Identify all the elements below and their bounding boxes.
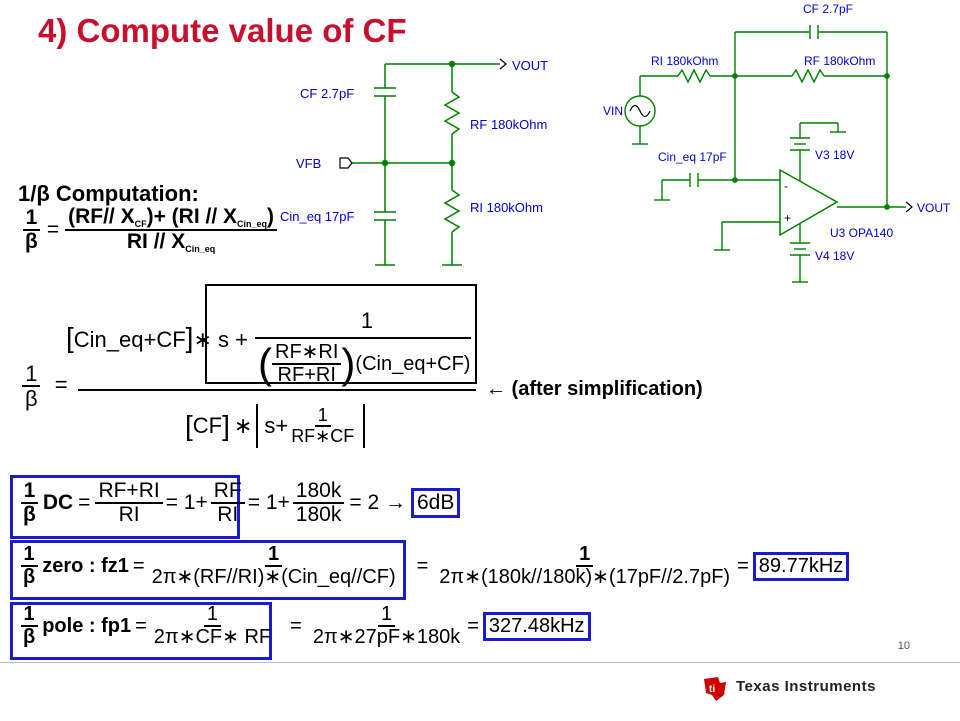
zero-den: 2π∗(RF//RI)∗(Cin_eq//CF) [151, 566, 396, 588]
pole-result: 327.48kHz [482, 611, 591, 641]
cin-cf-term: (Cin_eq+CF) [355, 352, 471, 375]
dc-p1-num: RF+RI [95, 479, 163, 505]
simp-lhs-num: 1 [22, 362, 41, 388]
opamp-minus-label: - [784, 179, 788, 193]
dc-p3-den: 180k [295, 503, 342, 527]
slide-footer [0, 662, 960, 721]
numerator-bracket [205, 284, 477, 384]
beta-den-sub: Cin_eq [185, 244, 216, 255]
dc-p2-num: RF [210, 479, 245, 505]
dc-p3-num: 180k [292, 479, 345, 505]
inner-fraction-bar [255, 337, 471, 339]
left-cf-label: CF 2.7pF [300, 86, 355, 101]
zero-label: zero : fz1 [42, 554, 129, 577]
rf-ri-num: RF∗RI [272, 342, 342, 365]
den-s: s+ [264, 412, 289, 438]
left-vout-label: VOUT [512, 58, 549, 73]
dc-p1-den: RI [118, 503, 140, 527]
svg-text:ti: ti [709, 684, 715, 695]
feedback-network-schematic [339, 58, 507, 266]
dc-p2-den: RI [217, 503, 239, 527]
pole-lhs-num: 1 [20, 604, 38, 627]
pole-label: pole : fp1 [42, 614, 132, 637]
opamp-icon [779, 168, 839, 237]
opamp-circuit-schematic [624, 25, 913, 283]
main-fraction-bar [78, 389, 476, 391]
beta-den: RI // X [126, 230, 186, 254]
dc-p2-pre: = 1+ [165, 491, 208, 515]
pole-lhs-den: β [23, 626, 36, 648]
pole-num: 1 [203, 604, 222, 627]
zero-box [10, 540, 406, 600]
lhs-den: β [25, 230, 38, 254]
beta-num-sub2: Cin_eq [237, 219, 268, 229]
dc-box [10, 475, 240, 539]
times-s: ∗ s + [193, 327, 248, 352]
zero-num2: 1 [576, 544, 594, 567]
dc-p4: = 2 → [349, 491, 406, 515]
inner-num: 1 [360, 308, 374, 333]
dc-lhs-num: 1 [20, 479, 39, 505]
ti-logo-icon: ti [704, 677, 726, 701]
zero-num: 1 [265, 544, 283, 567]
pole-box [10, 602, 272, 660]
beta-num-b: )+ (RI // X [146, 205, 238, 228]
left-ri-label: RI 180kOhm [470, 200, 543, 215]
right-ri-label: RI 180kOhm [651, 54, 719, 68]
right-vin-label: VIN [603, 104, 624, 118]
pole-den: 2π∗CF∗ RF [153, 626, 272, 648]
beta-num-a: (RF// X [68, 205, 135, 228]
right-opamp-label: U3 OPA140 [830, 226, 894, 240]
opamp-plus-label: + [784, 211, 792, 225]
company-name: Texas Instruments [736, 678, 876, 695]
slide-title: 4) Compute value of CF [38, 12, 407, 49]
den-inner-den: RF∗CF [291, 425, 355, 446]
right-cf-label: CF 2.7pF [803, 2, 854, 16]
simp-lhs-den: β [25, 386, 38, 412]
rf-ri-den: RF+RI [277, 364, 336, 386]
dc-lhs-den: β [23, 503, 36, 527]
bracket-left-term: Cin_eq+CF [73, 327, 186, 352]
left-cin-label: Cin_eq 17pF [280, 209, 355, 224]
beta-num-c: ) [267, 205, 275, 228]
numerator-term: [Cin_eq+CF]∗ s + [66, 322, 248, 353]
zero-den2: 2π∗(180k//180k)∗(17pF//2.7pF) [439, 566, 731, 588]
page-number: 10 [897, 640, 910, 652]
right-cin-label: Cin_eq 17pF [658, 150, 727, 164]
zero-lhs-den: β [23, 566, 36, 588]
right-vout-label: VOUT [917, 201, 951, 215]
left-rf-label: RF 180kOhm [470, 117, 548, 132]
right-v4-label: V4 18V [815, 249, 855, 263]
lhs-num: 1 [22, 207, 41, 232]
den-cf: CF [192, 412, 223, 438]
dc-result: 6dB [410, 488, 461, 519]
dc-p3-pre: = 1+ [247, 491, 290, 515]
pole-num2: 1 [377, 604, 396, 627]
right-rf-label: RF 180kOhm [804, 54, 876, 68]
dc-label: DC [42, 491, 74, 515]
right-v3-label: V3 18V [815, 148, 855, 162]
simplification-note: ← (after simplification) [486, 378, 703, 400]
beta-heading: 1/β Computation: [18, 181, 199, 206]
beta-num-sub1: CF [134, 219, 147, 229]
zero-lhs-num: 1 [20, 544, 38, 567]
den-inner-num: 1 [314, 406, 331, 427]
left-vfb-label: VFB [296, 156, 322, 171]
zero-result: 89.77kHz [752, 551, 850, 581]
pole-den2: 2π∗27pF∗180k [312, 626, 461, 648]
